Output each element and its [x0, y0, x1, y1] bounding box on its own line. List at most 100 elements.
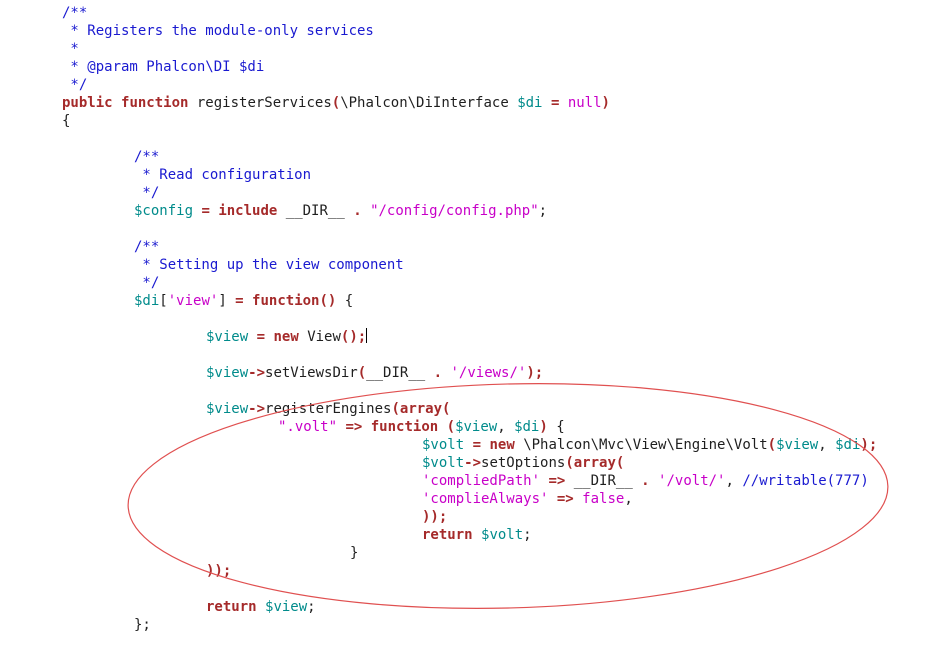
code-token: , — [818, 437, 836, 453]
code-line[interactable]: * — [62, 40, 79, 58]
code-token: \Phalcon\DiInterface — [340, 95, 518, 111]
code-line[interactable]: return $view; — [206, 598, 316, 616]
code-token — [543, 95, 551, 111]
code-line[interactable]: /** — [134, 148, 159, 166]
code-token: ; — [538, 203, 548, 219]
code-line[interactable]: * Setting up the view component — [134, 256, 403, 274]
code-token: $view — [206, 329, 249, 345]
code-token: * Read configuration — [134, 167, 312, 183]
code-token: )); — [422, 509, 448, 525]
code-token: => — [548, 473, 566, 489]
code-token: false — [582, 491, 625, 507]
code-line[interactable]: $di['view'] = function() { — [134, 292, 353, 310]
code-line[interactable]: $view = new View(); — [206, 328, 368, 346]
code-token: new — [273, 329, 299, 345]
code-token: registerEngines — [265, 401, 392, 417]
code-line[interactable]: * Read configuration — [134, 166, 311, 184]
code-token: return — [422, 527, 473, 543]
code-line[interactable]: */ — [134, 184, 159, 202]
code-token — [248, 329, 256, 345]
code-line[interactable]: $volt->setOptions(array( — [422, 454, 624, 472]
code-token: ); — [526, 365, 544, 381]
code-token — [548, 491, 556, 507]
code-token: 'complieAlways' — [422, 491, 549, 507]
code-token: ( — [391, 401, 400, 417]
code-token: setViewsDir — [265, 365, 358, 381]
code-token: */ — [134, 275, 160, 291]
code-token: setOptions — [481, 455, 566, 471]
code-token: )); — [206, 563, 232, 579]
code-line[interactable]: )); — [422, 508, 447, 526]
code-token: new — [489, 437, 515, 453]
code-token: (); — [340, 329, 367, 345]
code-token: __DIR__ — [277, 203, 354, 219]
code-token — [574, 491, 582, 507]
code-token: ( — [446, 419, 456, 435]
code-token: => — [345, 419, 363, 435]
code-line[interactable]: public function registerServices(\Phalco… — [62, 94, 610, 112]
code-token: ); — [860, 437, 878, 453]
code-token: ( — [615, 455, 625, 471]
code-token: $di — [517, 95, 543, 111]
code-token: array — [573, 455, 616, 471]
code-token: -> — [464, 455, 482, 471]
code-line[interactable]: $config = include __DIR__ . "/config/con… — [134, 202, 547, 220]
code-token: $config — [134, 203, 194, 219]
code-line[interactable]: { — [62, 112, 70, 130]
code-token: => — [556, 491, 574, 507]
code-line[interactable]: /** — [134, 238, 159, 256]
code-token: $volt — [422, 437, 465, 453]
code-token: ) — [539, 419, 548, 435]
code-token: //writable(777) — [742, 473, 869, 489]
code-line[interactable]: * Registers the module-only services — [62, 22, 373, 40]
code-token: [ — [159, 293, 168, 309]
code-token — [438, 419, 446, 435]
code-token: include — [218, 203, 278, 219]
code-line[interactable]: } — [350, 544, 358, 562]
code-token: $volt — [422, 455, 465, 471]
code-token: /** — [134, 149, 160, 165]
code-line[interactable]: $volt = new \Phalcon\Mvc\View\Engine\Vol… — [422, 436, 877, 454]
code-token: ] — [218, 293, 236, 309]
code-token: $view — [265, 599, 308, 615]
code-token: , — [497, 419, 515, 435]
code-line[interactable]: $view->registerEngines(array( — [206, 400, 450, 418]
code-token: function — [121, 95, 189, 111]
code-token: . — [641, 473, 650, 489]
code-line[interactable]: 'compliedPath' => __DIR__ . '/volt/', //… — [422, 472, 869, 490]
code-token: $view — [776, 437, 819, 453]
code-token: ".volt" — [278, 419, 338, 435]
code-token: return — [206, 599, 257, 615]
text-cursor — [366, 328, 368, 343]
code-token: \Phalcon\Mvc\View\Engine\Volt — [514, 437, 768, 453]
code-line[interactable]: /** — [62, 4, 87, 22]
code-token: ( — [767, 437, 777, 453]
code-line[interactable]: */ — [134, 274, 159, 292]
code-token: ; — [307, 599, 316, 615]
code-token — [559, 95, 567, 111]
code-token: , — [725, 473, 743, 489]
code-token: '/volt/' — [658, 473, 726, 489]
code-line[interactable]: */ — [62, 76, 87, 94]
code-token: null — [567, 95, 602, 111]
code-line[interactable]: ".volt" => function ($view, $di) { — [278, 418, 565, 436]
code-token — [244, 293, 252, 309]
code-token — [362, 203, 370, 219]
code-token: '/views/' — [450, 365, 527, 381]
code-token: /** — [134, 239, 160, 255]
code-token: public — [62, 95, 113, 111]
code-line[interactable]: return $volt; — [422, 526, 532, 544]
code-line[interactable]: 'complieAlways' => false, — [422, 490, 633, 508]
code-line[interactable]: * @param Phalcon\DI $di — [62, 58, 264, 76]
code-token: 'compliedPath' — [422, 473, 541, 489]
code-line[interactable]: }; — [134, 616, 151, 634]
code-token: { — [62, 113, 71, 129]
code-token — [362, 419, 370, 435]
code-line[interactable]: )); — [206, 562, 231, 580]
code-token: . — [433, 365, 443, 381]
code-token: = — [256, 329, 266, 345]
code-token: * — [62, 41, 79, 57]
code-line[interactable]: $view->setViewsDir(__DIR__ . '/views/'); — [206, 364, 543, 382]
code-token — [257, 599, 265, 615]
